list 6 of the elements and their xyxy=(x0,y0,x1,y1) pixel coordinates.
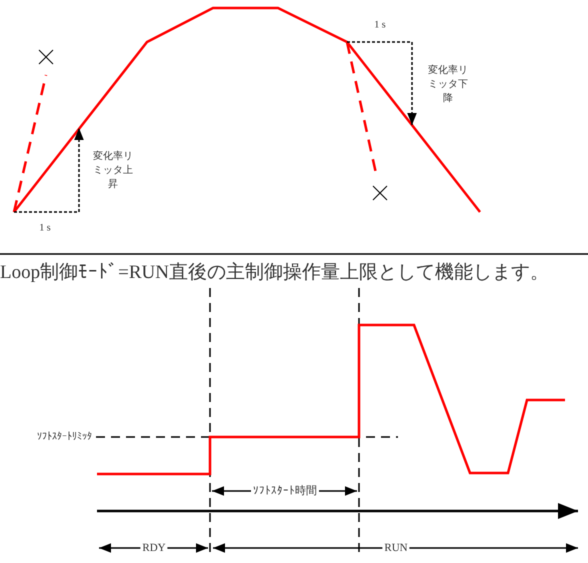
limit-label: ｿﾌﾄｽﾀｰﾄﾘﾐｯﾀ xyxy=(37,430,92,444)
rate-limit-label: 変化率リミッタ上昇 xyxy=(93,150,133,192)
time-label: 1 s xyxy=(374,18,386,32)
rate-limit-label: 変化率リミッタ下降 xyxy=(428,64,468,106)
description-text: Loop制御ﾓｰﾄﾞ=RUN直後の主制御操作量上限として機能します。 xyxy=(0,260,549,285)
time-label: 1 s xyxy=(39,222,51,236)
